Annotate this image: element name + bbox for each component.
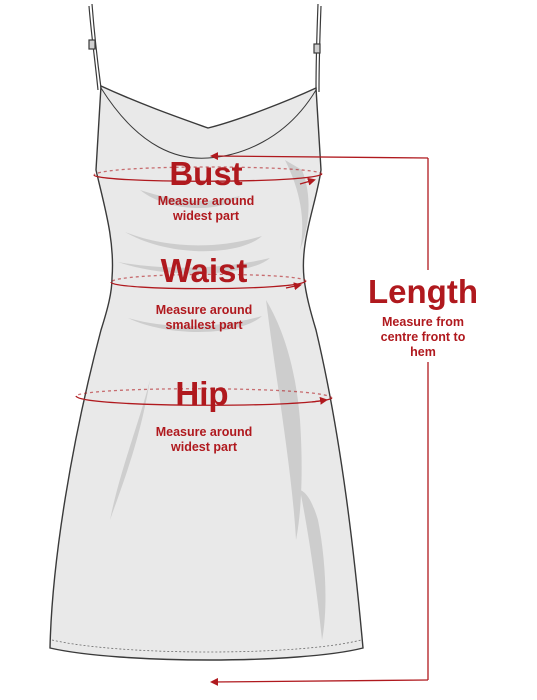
hem-stitch bbox=[51, 639, 362, 653]
dress-straps bbox=[88, 3, 322, 93]
length-title: Length bbox=[368, 273, 478, 310]
bust-measure-line bbox=[93, 166, 323, 186]
hip-desc-line2: widest part bbox=[171, 440, 237, 454]
waist-measure-line bbox=[110, 273, 307, 291]
neckline bbox=[100, 87, 317, 159]
length-desc-line3: hem bbox=[410, 345, 436, 359]
dress-body bbox=[49, 84, 364, 661]
length-measure-line bbox=[210, 152, 429, 686]
hip-desc-line1: Measure around bbox=[155, 425, 253, 439]
fold-shadows bbox=[110, 160, 326, 640]
length-desc-line2: centre front to bbox=[380, 330, 466, 344]
bust-title: Bust bbox=[169, 155, 243, 192]
bust-desc-line2: widest part bbox=[173, 209, 239, 223]
waist-desc-line2: smallest part bbox=[165, 318, 243, 332]
waist-desc-line1: Measure around bbox=[155, 303, 253, 317]
waist-title: Waist bbox=[160, 252, 248, 289]
length-desc-line1: Measure from bbox=[382, 315, 464, 329]
bust-desc-line1: Measure around bbox=[157, 194, 255, 208]
hip-title: Hip bbox=[175, 375, 229, 412]
hip-measure-line bbox=[75, 388, 333, 406]
